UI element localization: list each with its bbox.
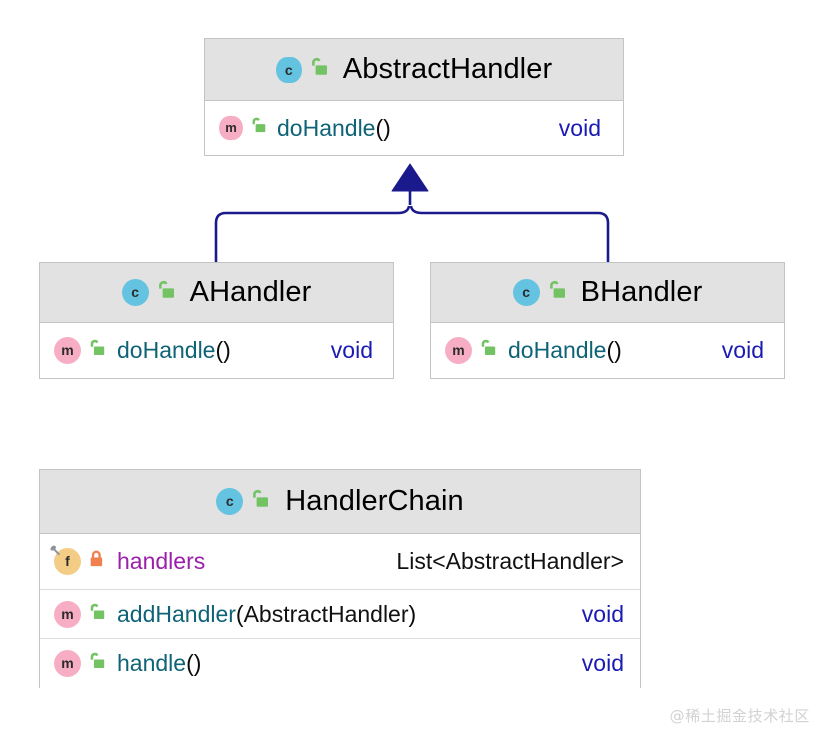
member-row-handle[interactable]: m handle() void (40, 639, 640, 688)
class-name-a-handler: AHandler (189, 276, 312, 308)
method-badge-icon: m (54, 650, 81, 677)
field-badge-icon: f (50, 545, 81, 575)
class-box-a-handler[interactable]: c AHandler m (39, 262, 394, 379)
class-box-abstract-handler[interactable]: c AbstractHandler m (204, 38, 624, 156)
class-badge-icon: c (121, 279, 149, 306)
member-return-type: void (581, 600, 624, 627)
member-name: handlers (117, 548, 206, 574)
member-paren-close: ) (383, 114, 391, 141)
unlock-icon (156, 279, 176, 306)
member-field-type: List<AbstractHandler> (396, 548, 624, 574)
member-paren-close: ) (614, 337, 622, 363)
member-list-abstract-handler: m doHandle() void (205, 101, 623, 155)
member-name: doHandle (117, 337, 216, 363)
member-paren-open: ( (606, 337, 615, 363)
member-return-type: void (721, 337, 764, 363)
member-paren-open: ( (186, 650, 194, 676)
member-name: handle (117, 650, 187, 676)
class-badge-icon: c (512, 279, 540, 306)
member-paren-close: ) (223, 337, 231, 363)
member-paren-close: ) (193, 650, 202, 676)
method-badge-icon: m (214, 116, 248, 140)
class-box-b-handler[interactable]: c BHandler m (430, 262, 785, 379)
unlock-icon (88, 338, 106, 363)
member-name: doHandle (508, 337, 607, 363)
generalization-arrowhead (391, 163, 429, 192)
member-params: AbstractHandler (243, 600, 409, 627)
member-row-dohandle[interactable]: m doHandle() void (40, 323, 393, 378)
member-return-type: void (558, 114, 601, 141)
class-header-a-handler: c AHandler (40, 263, 393, 323)
member-row-dohandle[interactable]: m doHandle() void (205, 101, 623, 155)
member-name: addHandler (117, 600, 236, 627)
class-name-handler-chain: HandlerChain (285, 485, 464, 517)
method-badge-icon: m (445, 337, 472, 364)
unlock-icon (479, 338, 497, 363)
field-pin-icon (50, 545, 61, 556)
class-name-abstract-handler: AbstractHandler (342, 53, 553, 85)
connector-to-b-handler (409, 205, 610, 262)
unlock-icon (250, 488, 270, 515)
unlock-icon (250, 116, 267, 140)
watermark: @稀土掘金技术社区 (669, 707, 810, 725)
member-return-type: void (330, 337, 373, 363)
unlock-icon (309, 56, 329, 83)
member-list-handler-chain: f handlers List<AbstractHandler> (40, 534, 640, 688)
lock-icon (88, 549, 105, 574)
member-paren-open: ( (215, 337, 224, 363)
class-name-b-handler: BHandler (580, 276, 703, 308)
method-badge-icon: m (54, 337, 81, 364)
member-paren-open: ( (235, 600, 244, 627)
unlock-icon (88, 602, 106, 627)
unlock-icon (547, 279, 567, 306)
member-paren-open: ( (375, 114, 384, 141)
member-row-handlers[interactable]: f handlers List<AbstractHandler> (40, 534, 640, 590)
connector-to-a-handler (214, 205, 411, 262)
class-header-abstract-handler: c AbstractHandler (205, 39, 623, 101)
member-list-b-handler: m doHandle() void (431, 323, 784, 378)
class-header-handler-chain: c HandlerChain (40, 470, 640, 534)
member-list-a-handler: m doHandle() void (40, 323, 393, 378)
member-return-type: void (581, 650, 624, 676)
member-row-dohandle[interactable]: m doHandle() void (431, 323, 784, 378)
class-header-b-handler: c BHandler (431, 263, 784, 323)
class-box-handler-chain[interactable]: c HandlerChain f (39, 469, 641, 688)
unlock-icon (88, 651, 106, 676)
member-name: doHandle (277, 114, 376, 141)
class-badge-icon: c (216, 488, 244, 515)
method-badge-icon: m (54, 600, 81, 628)
member-row-addhandler[interactable]: m addHandler(AbstractHandler) void (40, 590, 640, 639)
class-badge-icon: c (271, 56, 307, 83)
member-paren-close: ) (408, 600, 417, 627)
